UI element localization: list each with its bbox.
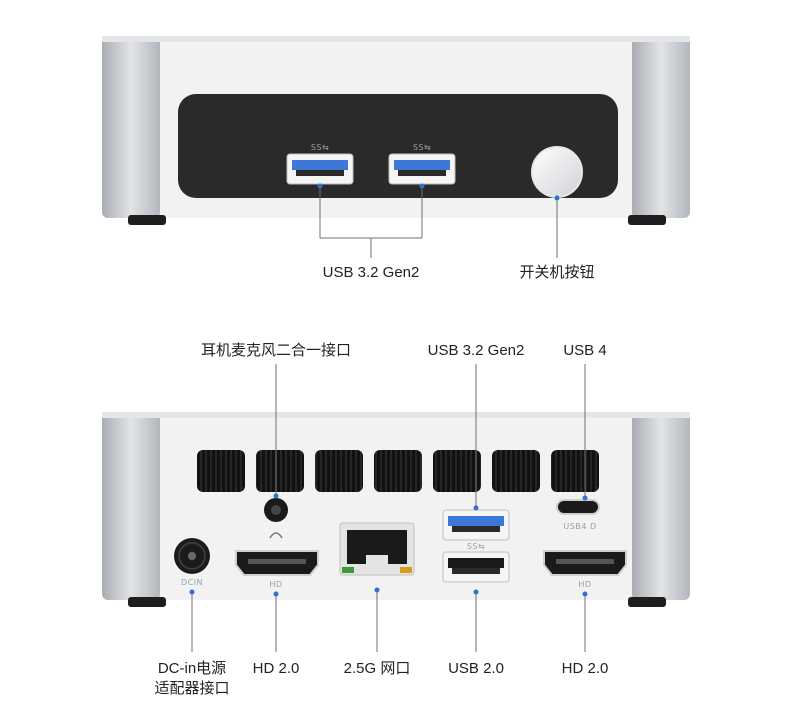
front-right-aluminum-side	[632, 36, 690, 218]
front-usb-port-1	[286, 153, 354, 185]
front-usb1-ss-mark: SS⇆	[310, 143, 330, 152]
back-left-aluminum-side	[102, 412, 160, 600]
headset-icon	[269, 532, 283, 539]
hdmi-port-left	[235, 550, 319, 576]
usb4-mark: USB4 D	[563, 522, 597, 531]
back-foot-right	[628, 597, 666, 607]
hd-right-mark: HD	[578, 580, 592, 589]
back-usb2-port	[442, 551, 510, 583]
ethernet-port	[339, 522, 415, 576]
front-left-aluminum-side	[102, 36, 160, 218]
back-foot-left	[128, 597, 166, 607]
front-usb-label: USB 3.2 Gen2	[322, 264, 420, 281]
usb2-label: USB 2.0	[448, 660, 504, 677]
dcin-mark: DCIN	[180, 578, 204, 587]
dc-in-label-line1: DC-in电源	[157, 660, 227, 677]
back-usb32-label: USB 3.2 Gen2	[427, 342, 525, 359]
back-right-aluminum-side	[632, 412, 690, 600]
ss-mark: SS⇆	[466, 542, 486, 551]
usb-c-port	[556, 499, 600, 515]
hd-right-label: HD 2.0	[561, 660, 609, 677]
dc-in-label-line2: 适配器接口	[154, 680, 230, 697]
vent-row	[197, 450, 599, 492]
power-button-label: 开关机按钮	[519, 264, 595, 281]
hd-left-mark: HD	[269, 580, 283, 589]
back-usb32-port	[442, 509, 510, 541]
front-usb-port-2	[388, 153, 456, 185]
audio-jack-label: 耳机麦克风二合一接口	[200, 342, 352, 359]
hd-left-label: HD 2.0	[252, 660, 300, 677]
hdmi-port-right	[543, 550, 627, 576]
front-foot-right	[628, 215, 666, 225]
usb4-label: USB 4	[563, 342, 607, 359]
front-foot-left	[128, 215, 166, 225]
lan-label: 2.5G 网口	[343, 660, 411, 677]
front-usb2-ss-mark: SS⇆	[412, 143, 432, 152]
